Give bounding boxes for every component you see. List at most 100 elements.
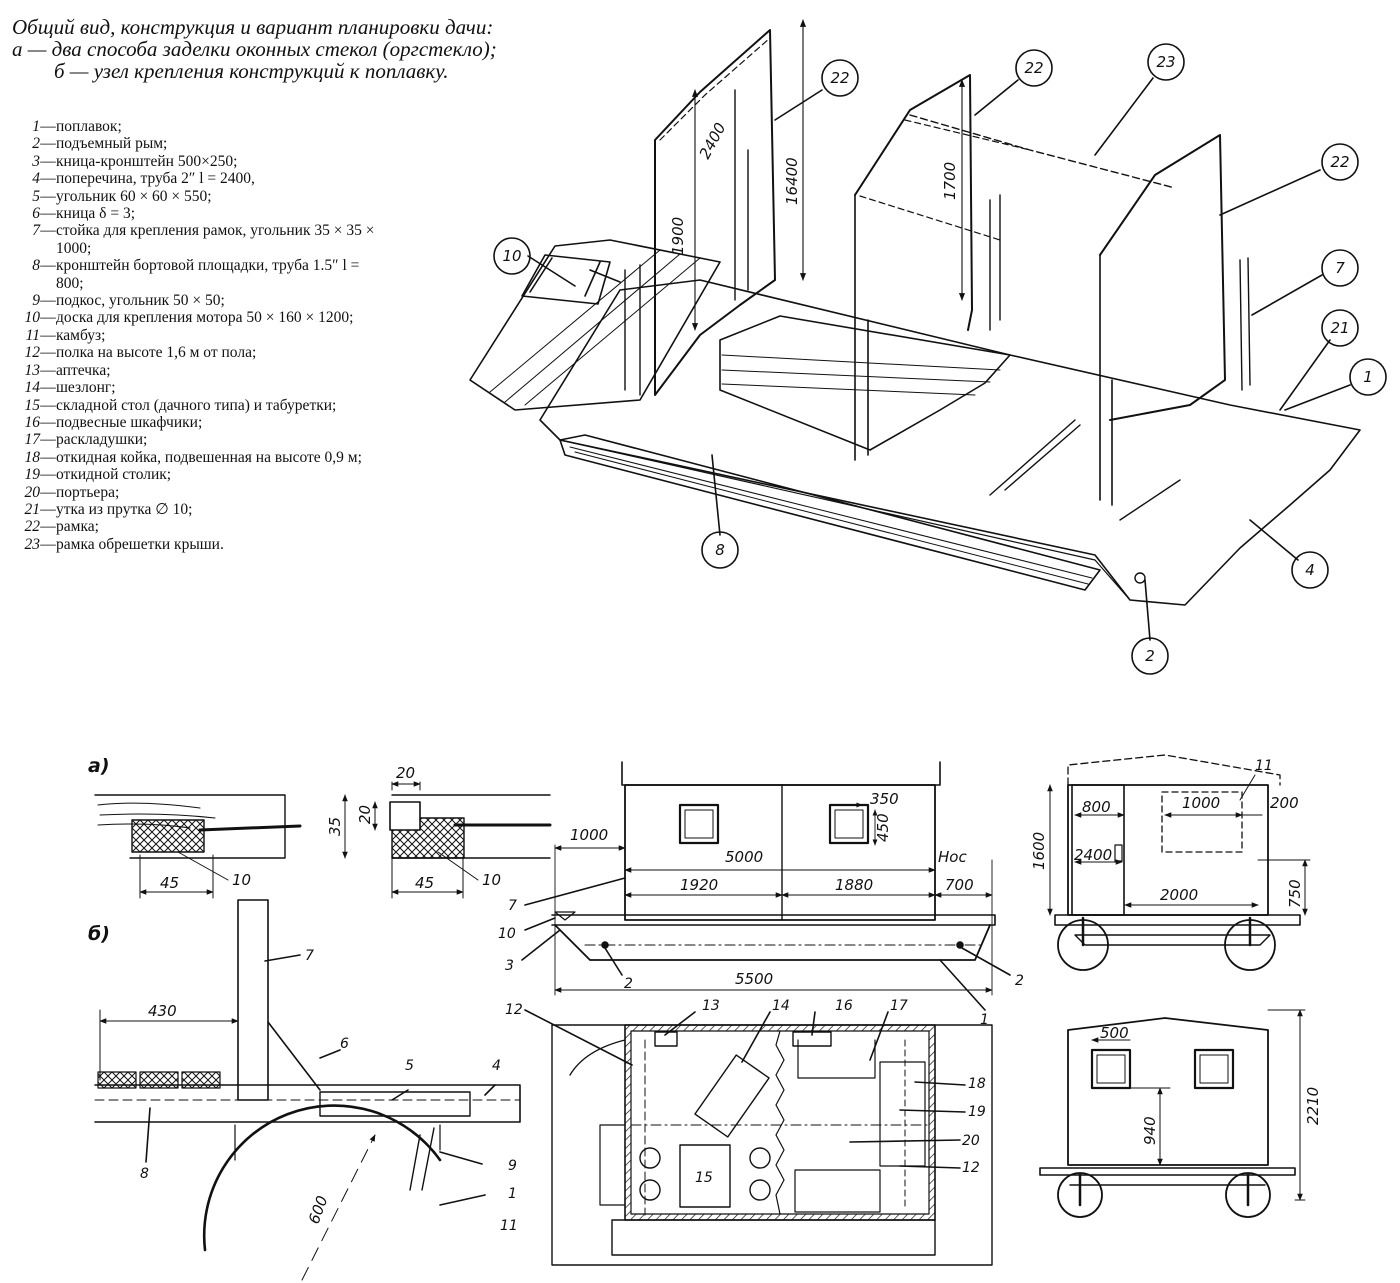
frame-22-middle xyxy=(854,74,973,331)
legend-item: 11—камбуз; xyxy=(25,326,106,344)
stern-view-labels: 11 800 1000 200 1600 2400 2000 750 xyxy=(1030,758,1304,908)
callout-8: 8 xyxy=(715,541,725,559)
ref-12: 12 xyxy=(505,1002,523,1018)
ref-3: 3 xyxy=(505,958,514,974)
stern-view xyxy=(1047,754,1311,971)
bow-float-right xyxy=(1225,1172,1271,1218)
callout-10: 10 xyxy=(502,247,521,265)
callout-21: 21 xyxy=(1330,319,1349,337)
ref-1: 1 xyxy=(508,1186,517,1202)
side-gangway xyxy=(559,434,1101,591)
pontoon-platform xyxy=(539,279,1361,606)
dim-2400: 2400 xyxy=(1074,846,1112,864)
callout-22: 22 xyxy=(830,69,849,87)
float-hull xyxy=(559,439,1131,601)
legend-item: 20—портьера; xyxy=(24,483,120,501)
ref-19: 19 xyxy=(968,1104,986,1120)
medicine-cabinet xyxy=(654,1031,678,1047)
dim-1000: 1000 xyxy=(570,826,608,844)
window xyxy=(1090,1048,1132,1090)
dim-5500: 5500 xyxy=(735,970,773,988)
dim-200: 200 xyxy=(1270,794,1299,812)
callout-7: 7 xyxy=(1335,259,1345,277)
legend-item: 19—откидной столик; xyxy=(24,466,172,484)
galley-window xyxy=(1161,791,1243,853)
deck-line xyxy=(551,914,996,926)
float-arc xyxy=(202,1104,442,1252)
ref-20: 20 xyxy=(962,1133,980,1149)
window xyxy=(1193,1048,1235,1090)
detail-b-label: б) xyxy=(88,923,110,945)
stanchion-7 xyxy=(237,899,269,1101)
rear-platform xyxy=(469,239,721,411)
ref-4: 4 xyxy=(492,1058,501,1074)
callout-2: 2 xyxy=(1145,647,1155,665)
ref-1: 1 xyxy=(980,1012,989,1028)
legend-item: 16—подвесные шкафчики; xyxy=(24,413,203,431)
dim-5000: 5000 xyxy=(725,848,763,866)
ref-17: 17 xyxy=(890,998,908,1014)
callout-22: 22 xyxy=(1330,153,1349,171)
caption-line-3: б — узел крепления конструкций к поплавк… xyxy=(54,59,449,83)
legend-item: 1—поплавок; xyxy=(32,118,122,135)
ref-14: 14 xyxy=(772,998,790,1014)
detail-b xyxy=(94,899,521,1281)
table xyxy=(679,1144,731,1208)
detail-b-labels: б) 430 7 6 5 4 8 9 1 11 600 xyxy=(88,923,518,1234)
dim-2000: 2000 xyxy=(1160,886,1198,904)
ref-7: 7 xyxy=(508,898,517,914)
bow-label: Нос xyxy=(938,848,967,866)
legend-item: 6—кница δ = 3; xyxy=(32,205,136,223)
bow-view-labels: 500 940 2210 xyxy=(1100,1024,1322,1145)
dim-700: 700 xyxy=(945,876,974,894)
deck-boards xyxy=(719,315,1011,451)
legend-item: 4—поперечина, труба 2″ l = 2400, xyxy=(32,170,255,188)
gusset-6 xyxy=(267,1021,321,1091)
caption-line-2: а — два способа заделки оконных стекол (… xyxy=(12,37,497,61)
side-view xyxy=(521,761,1011,1011)
bow-float-left xyxy=(1057,1172,1103,1218)
isometric-view xyxy=(469,19,1387,675)
ref-18: 18 xyxy=(968,1076,986,1092)
callout-4: 4 xyxy=(1305,561,1315,579)
ref-8: 8 xyxy=(140,1166,149,1182)
dim-1000: 1000 xyxy=(1182,794,1220,812)
frame-22-left xyxy=(654,29,776,396)
legend-item: 12—полка на высоте 1,6 м от пола; xyxy=(24,344,257,362)
legend-item: 5—угольник 60 × 60 × 550; xyxy=(32,187,212,205)
ref-6: 6 xyxy=(340,1036,349,1052)
isometric-labels: 2400 1900 16400 1700 10 22 22 23 22 7 21… xyxy=(502,53,1372,665)
radius-label: 600 xyxy=(305,1193,332,1226)
motor-mount xyxy=(521,254,621,305)
caption-line-1: Общий вид, конструкция и вариант планиро… xyxy=(12,15,494,39)
plan-view xyxy=(524,1009,993,1266)
legend-item: 18—откидная койка, подвешенная на высоте… xyxy=(24,448,362,466)
dim-45: 45 xyxy=(160,874,179,892)
roof-outline xyxy=(621,761,941,786)
deck-chair xyxy=(694,1054,770,1138)
legend-item: 22—рамка; xyxy=(24,518,99,536)
figure-caption: Общий вид, конструкция и вариант планиро… xyxy=(12,16,652,82)
legend-item: 13—аптечка; xyxy=(24,361,111,379)
ref-15: 15 xyxy=(695,1170,713,1186)
plan-view-labels: 12 13 14 16 17 18 19 20 12 15 xyxy=(505,998,986,1186)
dim-10: 10 xyxy=(482,871,501,889)
ref-12: 12 xyxy=(962,1160,980,1176)
frame-22-right xyxy=(1099,134,1226,421)
ref-5: 5 xyxy=(405,1058,414,1074)
ref-2: 2 xyxy=(624,976,633,992)
legend-item: 21—утка из прутка ∅ 10; xyxy=(24,500,193,518)
legend-item: 9—подкос, угольник 50 × 50; xyxy=(32,292,225,310)
dim-35: 35 xyxy=(326,817,344,836)
dim-500: 500 xyxy=(1100,1024,1129,1042)
legend-item: 14—шезлонг; xyxy=(24,379,116,397)
bow-view xyxy=(1039,1009,1306,1218)
legend-item: 2—подъемный рым; xyxy=(32,135,168,153)
window xyxy=(828,803,870,845)
window xyxy=(678,803,720,845)
legend-item: 23—рамка обрешетки крыши. xyxy=(24,535,224,553)
dim-750: 750 xyxy=(1286,879,1304,908)
detail-a xyxy=(94,781,552,899)
dim-450: 450 xyxy=(874,813,892,842)
